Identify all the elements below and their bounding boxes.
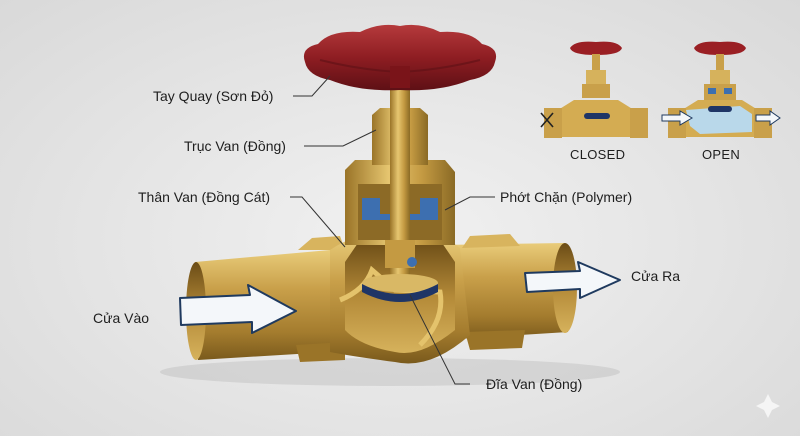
label-closed: CLOSED [570, 147, 626, 162]
label-stem: Trục Van (Đồng) [184, 138, 286, 154]
outlet-arrow-icon [524, 261, 621, 299]
inset-closed-valve-icon [540, 41, 648, 138]
inset-open-valve-icon [661, 41, 781, 138]
valve-body [186, 80, 577, 364]
label-handwheel: Tay Quay (Sơn Đỏ) [153, 88, 274, 104]
label-inlet: Cửa Vào [93, 310, 150, 326]
label-disc: Đĩa Van (Đồng) [486, 376, 583, 392]
label-body: Thân Van (Đồng Cát) [138, 189, 271, 205]
label-open: OPEN [702, 147, 741, 162]
shadow [160, 358, 620, 386]
handwheel [303, 24, 497, 91]
label-seal: Phớt Chặn (Polymer) [500, 189, 633, 205]
label-outlet: Cửa Ra [631, 268, 681, 284]
sparkle-icon [756, 394, 780, 418]
leader-lines [290, 75, 495, 385]
inlet-arrow-icon [179, 284, 297, 334]
